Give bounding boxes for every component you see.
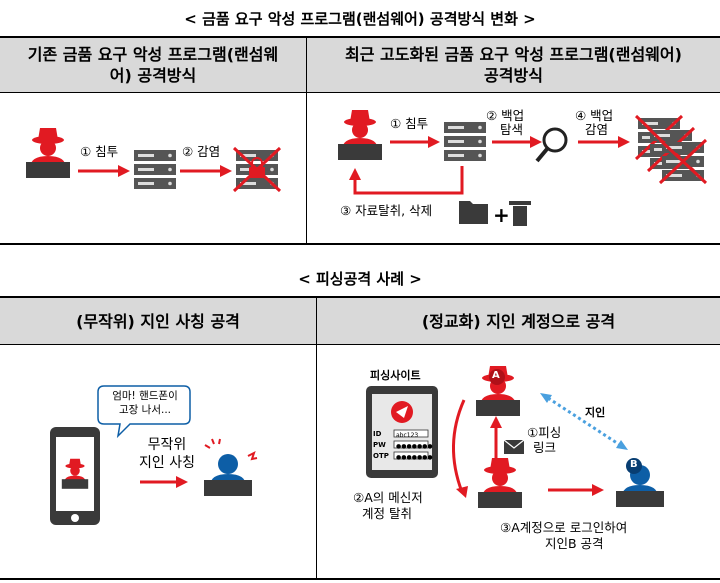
top-right-header-line1: 최근 고도화된 금품 요구 악성 프로그램(랜섬웨어)	[345, 45, 682, 64]
form-labels: ID PW OTP	[373, 429, 389, 462]
speech-text-line2: 고장 나서...	[119, 404, 171, 416]
person-b-icon	[616, 465, 664, 507]
hacker-icon-right	[338, 110, 382, 160]
speech-text-line1: 엄마! 핸드폰이	[112, 390, 178, 402]
form-label-id: ID	[373, 430, 382, 438]
server-icon-right	[444, 122, 486, 161]
form-value-otp: ●●●●●●●	[396, 454, 433, 461]
impersonate-line2: 지인 사칭	[139, 455, 195, 471]
form-value-id: abc123	[396, 432, 419, 439]
hacker-icon	[26, 128, 70, 178]
bottom-table-bottom	[0, 578, 720, 580]
step-backup-infect-1: ④ 백업	[575, 108, 614, 123]
phishing-site-label: 피싱사이트	[370, 369, 421, 382]
step-infiltrate-right: ① 침투	[390, 116, 429, 131]
impersonate-label: 무작위 지인 사칭	[122, 436, 212, 472]
top-title: < 금품 요구 악성 프로그램(랜섬웨어) 공격방식 변화 >	[184, 10, 536, 28]
top-right-header-line2: 공격방식	[484, 66, 543, 85]
bottom-left-header: (무작위) 지인 사칭 공격	[0, 298, 316, 344]
top-table-bottom	[0, 243, 720, 245]
steal-account-2: 계정 탈취	[362, 506, 412, 521]
step-backup-search-1: ② 백업	[486, 108, 525, 123]
top-right-header: 최근 고도화된 금품 요구 악성 프로그램(랜섬웨어) 공격방식	[307, 38, 720, 92]
form-value-pw: ●●●●●●●	[396, 443, 433, 450]
server-icon	[134, 150, 176, 189]
step-steal-delete: ③ 자료탈취, 삭제	[340, 203, 433, 218]
impersonate-line1: 무작위	[147, 437, 187, 453]
step-backup-search-2: 탐색	[500, 122, 524, 137]
top-left-header: 기존 금품 요구 악성 프로그램(랜섬웨 어) 공격방식	[0, 38, 306, 92]
infected-backup-3	[660, 140, 706, 183]
folder-icon	[459, 201, 488, 224]
phishing-link-2: 링크	[533, 440, 557, 455]
step-infiltrate: ① 침투	[80, 144, 119, 159]
attacker-icon	[478, 458, 522, 508]
top-table-border	[0, 36, 720, 38]
trash-icon	[509, 201, 531, 205]
speech-bubble	[97, 385, 191, 439]
form-values: abc123 ●●●●●●● ●●●●●●●	[396, 430, 433, 463]
form-label-otp: OTP	[373, 452, 389, 460]
bottom-table-border	[0, 296, 720, 298]
top-column-divider	[306, 38, 307, 243]
badge-a: A	[492, 370, 500, 381]
step-backup-infect-2: 감염	[585, 122, 609, 137]
speech-text: 엄마! 핸드폰이 고장 나서...	[100, 389, 190, 417]
bottom-header-divider	[0, 344, 720, 345]
svg-text:+: +	[493, 203, 510, 227]
phishing-link-1: ①피싱	[527, 425, 562, 440]
steal-account-1: ②A의 메신저	[353, 490, 423, 505]
bottom-title: < 피싱공격 사례 >	[298, 270, 422, 288]
bottom-column-divider	[316, 298, 317, 578]
form-label-pw: PW	[373, 441, 386, 449]
top-header-divider	[0, 92, 720, 93]
top-left-header-line1: 기존 금품 요구 악성 프로그램(랜섬웨	[27, 45, 279, 64]
bottom-right-header: (정교화) 지인 계정으로 공격	[317, 298, 720, 344]
top-left-header-line2: 어) 공격방식	[109, 66, 197, 85]
acquaintance-label: 지인	[585, 406, 606, 419]
attack-line-1: ③A계정으로 로그인하여	[500, 520, 628, 535]
attack-line-2: 지인B 공격	[545, 536, 604, 551]
badge-b: B	[630, 459, 638, 470]
magnifier-icon	[542, 127, 568, 153]
step-infect: ② 감염	[182, 144, 221, 159]
